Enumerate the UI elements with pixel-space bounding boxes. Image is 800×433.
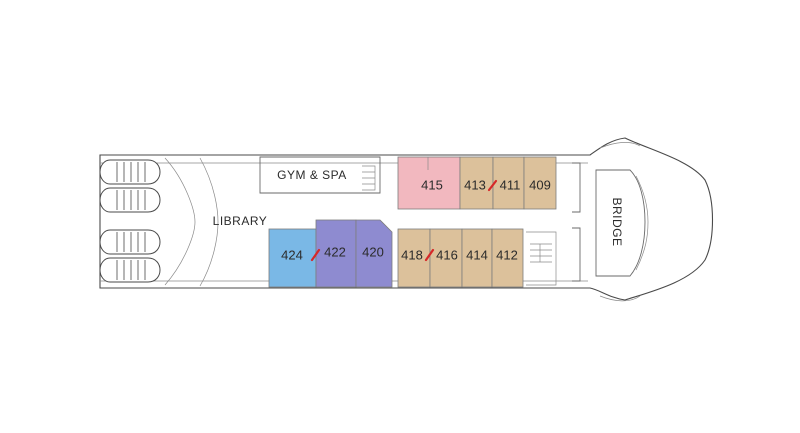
cabin-414-number: 414 — [466, 247, 488, 262]
bridge-label: BRIDGE — [610, 197, 624, 246]
stern-deck-curve-2 — [199, 157, 219, 287]
cabin-413-number: 413 — [464, 177, 486, 192]
cabin-414[interactable] — [461, 228, 493, 288]
cabin-424[interactable] — [268, 228, 317, 288]
cabin-409-number: 409 — [529, 177, 551, 192]
gym-spa-label: GYM & SPA — [277, 168, 347, 182]
bridge-wing — [599, 142, 641, 302]
cabin-411[interactable] — [492, 156, 525, 210]
gym-spa-room — [259, 156, 381, 194]
lifeboat-1 — [99, 159, 161, 185]
cabin-422-number: 422 — [324, 244, 346, 259]
library-label: LIBRARY — [213, 214, 268, 228]
lifeboat-3 — [99, 229, 161, 255]
connector-418-416 — [424, 248, 435, 262]
cabin-420[interactable] — [355, 219, 393, 288]
bridge-room — [595, 169, 646, 277]
lifeboat-2 — [99, 187, 161, 213]
cabin-413[interactable] — [459, 156, 494, 210]
cabin-416[interactable] — [429, 228, 463, 288]
stern-deck-curve — [164, 157, 196, 286]
stairwell — [526, 231, 557, 286]
connector-413-411 — [487, 179, 498, 192]
cabin-416-number: 416 — [436, 247, 458, 262]
cabin-422[interactable] — [315, 219, 357, 288]
ship-hull — [99, 137, 714, 301]
lifeboat-4 — [99, 257, 161, 283]
cabin-412[interactable] — [491, 228, 524, 288]
gym-spa-stairs — [362, 165, 376, 191]
cabin-415-number: 415 — [421, 177, 443, 192]
connector-424-422 — [310, 248, 321, 262]
forward-structure — [572, 162, 581, 282]
cabin-411-number: 411 — [500, 177, 521, 192]
cabin-424-number: 424 — [281, 247, 303, 262]
cabin-418[interactable] — [397, 228, 431, 288]
cabin-412-number: 412 — [496, 247, 518, 262]
cabin-420-number: 420 — [362, 244, 384, 259]
bridge-console — [635, 175, 649, 271]
cabin-409[interactable] — [523, 156, 557, 210]
cabin-418-number: 418 — [401, 247, 423, 262]
